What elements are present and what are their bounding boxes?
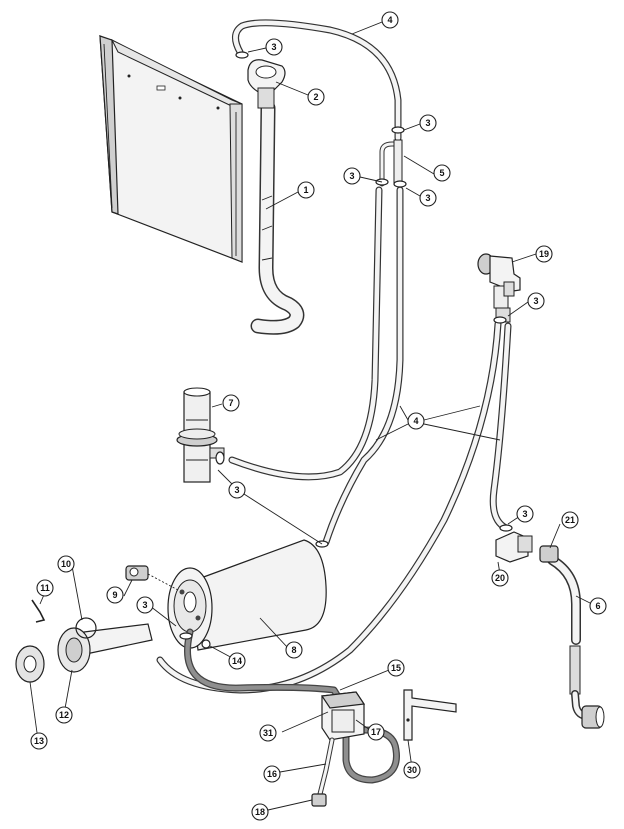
callout-3-solenoid: 3	[516, 505, 534, 523]
inlet-hose	[539, 545, 605, 729]
svg-text:5: 5	[439, 168, 444, 178]
callout-21: 21	[561, 511, 579, 529]
svg-text:16: 16	[267, 769, 277, 779]
callout-9: 9	[106, 586, 124, 604]
svg-text:3: 3	[533, 296, 538, 306]
callout-14: 14	[228, 652, 246, 670]
callout-3-top: 3	[265, 38, 283, 56]
standpipe	[176, 387, 225, 483]
svg-text:13: 13	[34, 736, 44, 746]
inlet-valve	[477, 253, 521, 323]
svg-text:3: 3	[142, 600, 147, 610]
svg-text:1: 1	[303, 185, 308, 195]
callout-3-left-connector: 3	[343, 167, 361, 185]
callout-2: 2	[307, 88, 325, 106]
callout-3-tank: 3	[136, 596, 154, 614]
drain-tube	[250, 100, 305, 335]
bracket	[403, 689, 457, 741]
vertical-hoses	[228, 186, 404, 546]
svg-text:2: 2	[313, 92, 318, 102]
svg-text:30: 30	[407, 765, 417, 775]
svg-text:3: 3	[234, 485, 239, 495]
pump-hose	[183, 628, 400, 784]
rear-panel	[99, 35, 243, 263]
svg-text:4: 4	[413, 416, 418, 426]
svg-text:6: 6	[595, 601, 600, 611]
callout-3-upper-right: 3	[419, 114, 437, 132]
svg-text:19: 19	[539, 249, 549, 259]
callout-7: 7	[222, 394, 240, 412]
svg-text:20: 20	[495, 573, 505, 583]
svg-text:3: 3	[271, 42, 276, 52]
callout-5: 5	[433, 164, 451, 182]
hose-fitting	[247, 59, 286, 109]
svg-text:11: 11	[40, 583, 50, 593]
y-connector	[379, 139, 403, 187]
svg-text:17: 17	[371, 727, 381, 737]
callout-13: 13	[30, 732, 48, 750]
callout-11: 11	[36, 579, 54, 597]
callout-3-standpipe: 3	[228, 481, 246, 499]
callout-4-top: 4	[381, 11, 399, 29]
callout-16: 16	[263, 765, 281, 783]
svg-text:15: 15	[391, 663, 401, 673]
svg-text:14: 14	[232, 656, 242, 666]
gasket	[15, 645, 45, 683]
callout-12: 12	[55, 706, 73, 724]
tank	[167, 539, 327, 651]
svg-text:4: 4	[387, 15, 392, 25]
svg-text:3: 3	[425, 118, 430, 128]
small-hose	[317, 737, 335, 797]
svg-text:3: 3	[522, 509, 527, 519]
callout-4-middle: 4	[407, 412, 425, 430]
svg-text:9: 9	[112, 590, 117, 600]
sensor	[125, 565, 179, 591]
hose-coupling	[581, 705, 605, 729]
heating-element	[57, 617, 153, 673]
svg-text:10: 10	[61, 559, 71, 569]
callout-15: 15	[387, 659, 405, 677]
callout-8: 8	[285, 641, 303, 659]
end-cap	[311, 793, 327, 807]
svg-text:3: 3	[425, 193, 430, 203]
upper-loop-hose	[232, 19, 402, 142]
callout-3-right-connector: 3	[419, 189, 437, 207]
svg-text:31: 31	[263, 728, 273, 738]
callout-18: 18	[251, 803, 269, 821]
callout-31: 31	[259, 724, 277, 742]
svg-text:3: 3	[349, 171, 354, 181]
svg-text:12: 12	[59, 710, 69, 720]
callout-1: 1	[297, 181, 315, 199]
svg-text:7: 7	[228, 398, 233, 408]
callout-10: 10	[57, 555, 75, 573]
svg-text:21: 21	[565, 515, 575, 525]
wire-clip	[31, 599, 46, 623]
svg-text:18: 18	[255, 807, 265, 817]
callout-19: 19	[535, 245, 553, 263]
callout-30: 30	[403, 761, 421, 779]
callout-3-valve: 3	[527, 292, 545, 310]
callout-20: 20	[491, 569, 509, 587]
pump	[320, 691, 366, 741]
callout-17: 17	[367, 723, 385, 741]
inlet-coupling	[539, 545, 559, 563]
callout-6: 6	[589, 597, 607, 615]
svg-text:8: 8	[291, 645, 296, 655]
solenoid-valve	[495, 531, 533, 563]
